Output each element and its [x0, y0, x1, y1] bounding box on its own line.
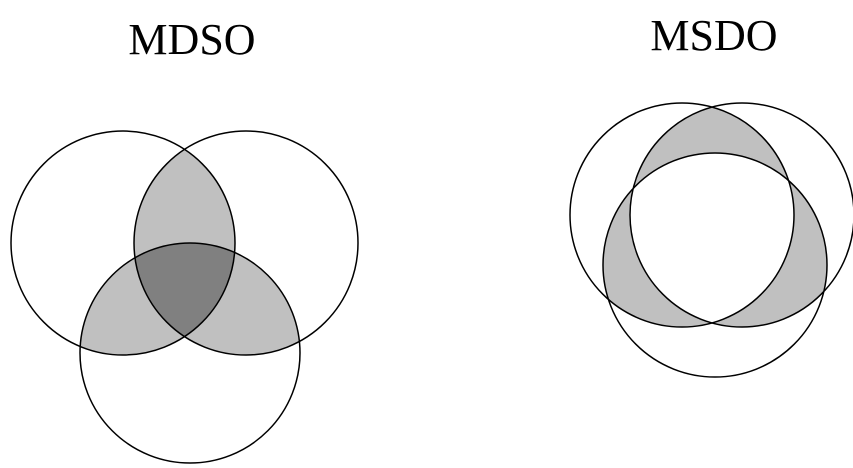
mdso-circle-bottom: [79, 242, 301, 464]
mdso-circle-left: [10, 130, 236, 356]
msdo-diagram: MSDO: [569, 11, 853, 378]
msdo-circle-bottom: [602, 152, 828, 378]
msdo-label: MSDO: [650, 11, 777, 60]
msdo-circle-right: [629, 102, 853, 328]
mdso-label: MDSO: [128, 15, 255, 64]
mdso-circle-right: [133, 130, 359, 356]
mdso-diagram: MDSO: [10, 15, 359, 464]
msdo-circle-left: [569, 102, 795, 328]
